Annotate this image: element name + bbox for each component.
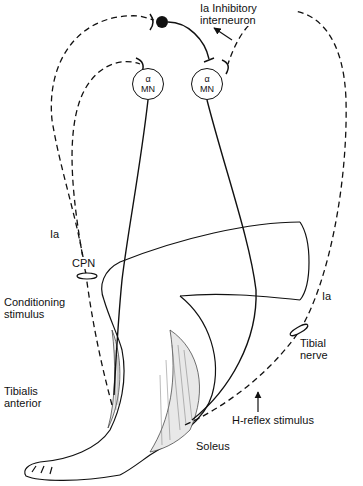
motor-axon — [114, 100, 256, 420]
stimulus-arrow — [257, 392, 258, 412]
muscle-label: Tibialis anterior — [4, 385, 74, 409]
nerve-label: CPN — [72, 257, 95, 269]
neuron-label: α MN — [140, 74, 156, 94]
interneuron-axon — [168, 22, 209, 59]
leg-outline — [25, 222, 309, 480]
afferent-label: Ia — [322, 290, 331, 302]
muscle — [108, 330, 200, 452]
stimulus-label: Conditioning stimulus — [4, 296, 84, 320]
stimulus-electrode — [77, 273, 309, 338]
muscle-label: Soleus — [196, 440, 230, 452]
stimulus-label: H-reflex stimulus — [232, 414, 322, 426]
motor-neuron: α MN — [191, 68, 223, 100]
neuron-label: α MN — [199, 74, 215, 94]
motor-neuron: α MN — [132, 68, 164, 100]
nerve-label: Tibial nerve — [300, 337, 350, 361]
afferent-label: Ia — [50, 228, 59, 240]
interneuron — [156, 16, 168, 28]
interneuron-label: Ia Inhibitory interneuron — [200, 2, 296, 26]
leader-arrow — [214, 28, 232, 40]
ia-afferent — [51, 10, 346, 425]
muscle-fibres — [115, 345, 192, 445]
